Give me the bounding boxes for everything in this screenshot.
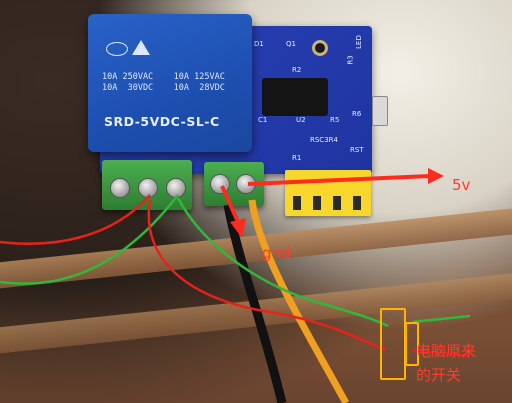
annotation-gnd: gnd — [262, 244, 291, 262]
label-c1: C1 — [258, 116, 268, 124]
black-wire — [223, 204, 287, 403]
red-wire-out — [411, 348, 471, 358]
annotation-switch-line1: 电脑原来 — [416, 342, 477, 360]
green-wire-left — [0, 194, 179, 285]
arrow-5v — [247, 174, 431, 186]
label-r1: R1 — [292, 154, 302, 162]
certification-logo — [132, 40, 150, 55]
label-d1: D1 — [254, 40, 264, 48]
relay-body — [88, 14, 252, 152]
label-rst: RST — [350, 146, 364, 154]
socket-pin — [313, 196, 321, 210]
socket-pin — [293, 196, 301, 210]
annotation-switch-line2: 的开关 — [416, 366, 462, 384]
relay-ratings: 10A 250VAC 10A 125VAC 10A 30VDC 10A 28VD… — [102, 72, 225, 93]
label-rsc3r4: RSC3R4 — [310, 136, 338, 144]
green-wire-switch — [176, 197, 389, 328]
relay-model: SRD-5VDC-SL-C — [104, 114, 220, 129]
green-wire-out — [411, 314, 471, 324]
label-r6: R6 — [352, 110, 362, 118]
arrow-gnd-head — [230, 218, 246, 238]
arrow-gnd — [220, 185, 240, 223]
socket-pin — [333, 196, 341, 210]
label-r5: R5 — [330, 116, 340, 124]
label-u2: U2 — [296, 116, 306, 124]
cqc-logo — [106, 42, 128, 56]
switch-highlight-box — [380, 308, 406, 380]
red-wire-switch — [147, 199, 387, 352]
label-q1: Q1 — [286, 40, 296, 48]
mount-hole — [312, 40, 328, 56]
annotation-5v: 5v — [452, 176, 471, 194]
reset-button — [372, 96, 388, 126]
terminal-screw — [110, 178, 130, 198]
socket-pin — [353, 196, 361, 210]
switch-highlight-box-small — [405, 322, 419, 366]
red-wire-left — [0, 194, 151, 245]
arrow-5v-head — [428, 168, 444, 184]
regulator-chip — [262, 78, 328, 116]
label-r2: R2 — [292, 66, 302, 74]
orange-wire — [248, 199, 350, 403]
